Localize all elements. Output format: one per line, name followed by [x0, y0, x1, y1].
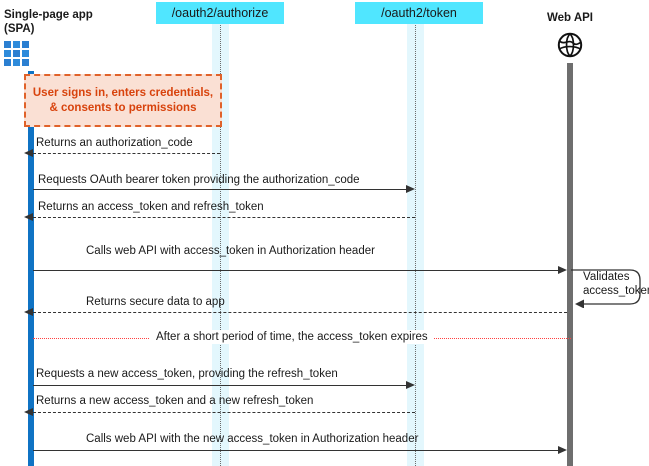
message-arrow-6 — [406, 380, 415, 389]
message-label-7: Returns a new access_token and a new ref… — [36, 395, 314, 407]
message-label-2: Requests OAuth bearer token providing th… — [38, 174, 360, 186]
message-label-4: Calls web API with access_token in Autho… — [86, 245, 375, 257]
message-line-6 — [33, 385, 409, 386]
participant-label-spa: Single-page app (SPA) — [4, 8, 93, 36]
message-line-7 — [33, 412, 415, 413]
message-line-4 — [33, 270, 561, 271]
message-arrow-7 — [24, 407, 33, 416]
message-line-2 — [33, 189, 409, 190]
participant-label-spa-line1: Single-page app — [4, 9, 93, 21]
message-arrow-5 — [24, 307, 33, 316]
self-call-label: Validates access_token — [583, 270, 649, 298]
note-user-signin: User signs in, enters credentials, & con… — [24, 74, 222, 127]
participant-header-token[interactable]: /oauth2/token — [355, 2, 483, 24]
globe-icon — [557, 32, 583, 58]
divider-label: After a short period of time, the access… — [150, 330, 434, 344]
lifeline-webapi — [567, 63, 573, 466]
message-arrow-2 — [406, 184, 415, 193]
participant-label-webapi-text: Web API — [547, 12, 594, 24]
message-line-8 — [33, 450, 561, 451]
message-arrow-3 — [24, 212, 33, 221]
lifeline-token — [415, 22, 416, 466]
self-call-label-line1: Validates — [583, 271, 630, 283]
message-label-3: Returns an access_token and refresh_toke… — [38, 201, 264, 213]
message-arrow-4 — [558, 265, 567, 274]
message-label-5: Returns secure data to app — [86, 296, 225, 308]
message-label-6: Requests a new access_token, providing t… — [36, 368, 338, 380]
participant-label-webapi: Web API — [547, 11, 593, 25]
lifeline-authorize — [220, 22, 221, 466]
message-line-5 — [33, 312, 567, 313]
message-line-3 — [33, 217, 415, 218]
message-label-8: Calls web API with the new access_token … — [86, 433, 419, 445]
participant-label-spa-line2: (SPA) — [4, 23, 35, 35]
self-call-label-line2: access_token — [583, 285, 649, 297]
app-grid-icon — [4, 41, 30, 67]
self-call-validates — [570, 268, 649, 309]
message-arrow-8 — [558, 445, 567, 454]
message-arrow-1 — [24, 148, 33, 157]
participant-header-authorize[interactable]: /oauth2/authorize — [156, 2, 284, 24]
lifeline-spa — [28, 71, 34, 466]
message-label-1: Returns an authorization_code — [36, 137, 193, 149]
message-line-1 — [33, 153, 220, 154]
